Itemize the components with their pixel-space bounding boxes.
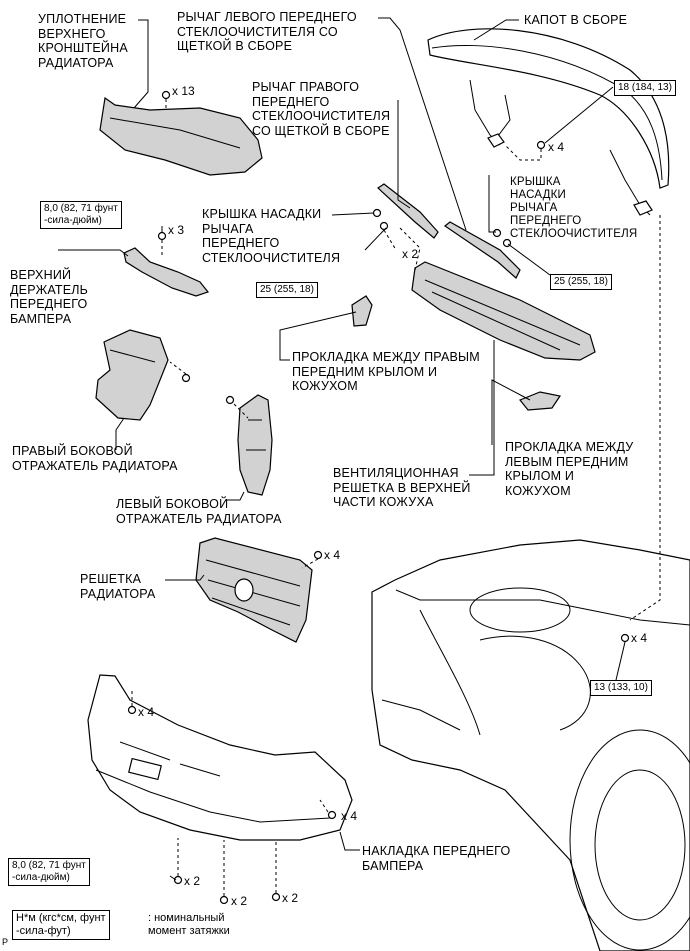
qty-retainer: x 3 (168, 223, 185, 237)
assembly-dashed-lines (131, 99, 661, 896)
torque-box-engine: 13 (133, 10) (590, 680, 652, 696)
lh-fender-seal-drawing (519, 391, 561, 411)
lh-wiper-arm-drawing (443, 221, 521, 279)
leader-lines (58, 17, 626, 881)
torque-box-hood: 18 (184, 13) (614, 80, 676, 96)
rh-radiator-side-deflector-drawing (95, 329, 191, 421)
torque-box-retainer: 8,0 (82, 71 фунт-сила-дюйм) (40, 201, 122, 229)
qty-grille: x 4 (324, 548, 341, 562)
lh-radiator-side-deflector-drawing (225, 394, 273, 496)
cowl-top-louver-drawing (411, 261, 596, 361)
vehicle-front-drawing (371, 539, 690, 951)
qty-hood: x 4 (548, 140, 565, 154)
torque-box-lh-wiper: 25 (255, 18) (550, 274, 612, 290)
qty-bumper-right: x 4 (341, 809, 358, 823)
upper-bumper-retainer-drawing (123, 231, 210, 297)
rh-fender-seal-drawing (351, 295, 373, 327)
torque-box-bumper: 8,0 (82, 71 фунт-сила-дюйм) (8, 858, 90, 886)
corner-mark: P (2, 937, 9, 947)
qty-bumper-bottom-3: x 2 (282, 891, 299, 905)
qty-engine: x 4 (631, 631, 648, 645)
qty-cowl: x 2 (402, 247, 419, 261)
hood-drawing (427, 28, 670, 216)
qty-bumper-bottom-1: x 2 (184, 874, 201, 888)
front-bumper-cover-drawing (87, 674, 353, 905)
radiator-grille-drawing (195, 537, 323, 643)
torque-box-rh-wiper: 25 (255, 18) (256, 282, 318, 298)
legend-torque-unit: Н*м (кгс*см, фунт-сила-фут) (12, 910, 110, 940)
qty-bumper-bottom-2: x 2 (231, 894, 248, 908)
radiator-support-seal-drawing (99, 90, 263, 176)
label-hood-assy: КАПОТ В СБОРЕ (524, 13, 628, 27)
qty-seal: x 13 (172, 84, 195, 98)
qty-bumper-top: x 4 (138, 705, 155, 719)
rh-wiper-arm-drawing (372, 183, 439, 239)
